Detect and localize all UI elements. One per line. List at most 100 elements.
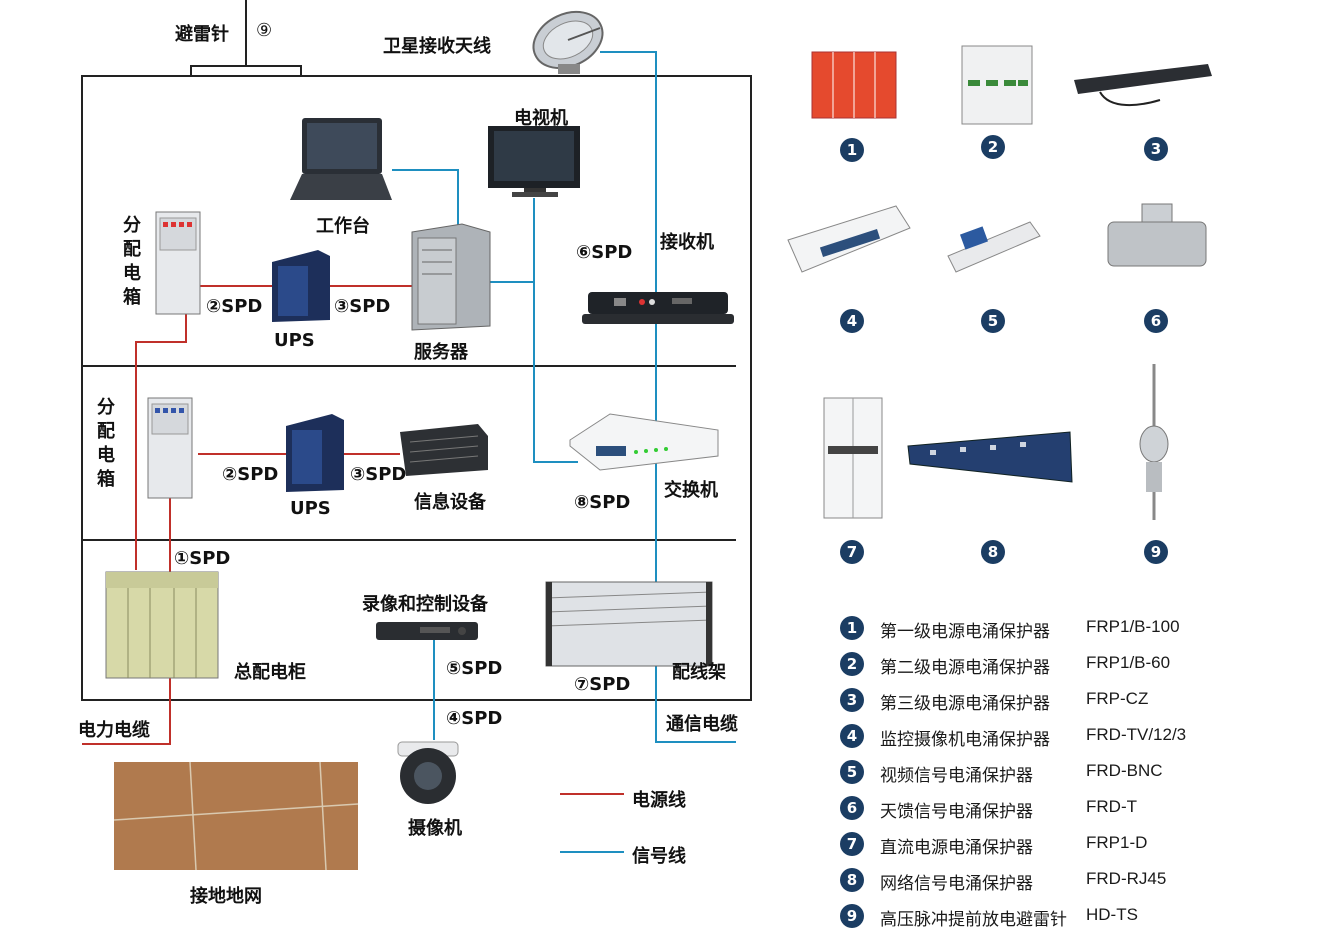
product-7-image [823, 397, 883, 519]
legend-model: FRP-CZ [1086, 689, 1149, 708]
legend-number: 2 [840, 652, 864, 676]
legend-name: 第一级电源电涌保护器 [880, 622, 1050, 642]
product-badge: 7 [840, 540, 864, 564]
legend-row: 4 监控摄像机电涌保护器 FRD-TV/12/3 [840, 720, 1320, 756]
info-device-icon [400, 424, 488, 476]
product-6-image [1107, 203, 1207, 267]
spd5-label: ⑤SPD [446, 658, 503, 679]
power-lines [82, 285, 624, 795]
legend-model: FRD-T [1086, 797, 1137, 816]
spd3-label-a: ③SPD [334, 296, 391, 317]
product-1-image [811, 51, 897, 119]
spd1-label: ①SPD [174, 548, 231, 569]
spd2-label-a: ②SPD [206, 296, 263, 317]
info-device-label: 信息设备 [414, 492, 486, 513]
lightning-rod-label: 避雷针 [175, 24, 229, 45]
product-badge: 6 [1144, 309, 1168, 333]
legend-number: 4 [840, 724, 864, 748]
building-outline [81, 75, 752, 701]
main-cabinet-icon [105, 571, 219, 679]
ups-label-a: UPS [274, 330, 315, 351]
legend-model: HD-TS [1086, 905, 1138, 924]
product-5-image [947, 221, 1041, 273]
product-9-image [1139, 364, 1169, 520]
camera-label: 摄像机 [408, 818, 462, 839]
product-4-image [787, 205, 911, 273]
spd8-label: ⑧SPD [574, 492, 631, 513]
legend-row: 6 天馈信号电涌保护器 FRD-T [840, 792, 1320, 828]
legend-name: 第二级电源电涌保护器 [880, 658, 1050, 678]
ground-grid-label: 接地地网 [190, 886, 262, 907]
legend-name: 视频信号电涌保护器 [880, 766, 1033, 786]
spd6-label: ⑥SPD [576, 242, 633, 263]
legend-model: FRD-BNC [1086, 761, 1163, 780]
distribution-box-icon-2 [147, 397, 193, 499]
product-badge: 5 [981, 309, 1005, 333]
lightning-rod-number: ⑨ [256, 20, 273, 41]
distribution-box-label-1: 分配电箱 [123, 215, 141, 308]
legend-name: 网络信号电涌保护器 [880, 874, 1033, 894]
spd3-label-b: ③SPD [350, 464, 407, 485]
legend-number: 8 [840, 868, 864, 892]
patch-frame-label: 配线架 [672, 662, 726, 683]
switch-icon [569, 413, 719, 471]
legend-row: 1 第一级电源电涌保护器 FRP1/B-100 [840, 612, 1320, 648]
product-badge: 3 [1144, 137, 1168, 161]
legend-row: 8 网络信号电涌保护器 FRD-RJ45 [840, 864, 1320, 900]
product-2-image [961, 45, 1033, 125]
patch-frame-icon [545, 581, 713, 667]
product-badge: 9 [1144, 540, 1168, 564]
ups-label-b: UPS [290, 498, 331, 519]
server-icon [411, 223, 491, 331]
legend-name: 天馈信号电涌保护器 [880, 802, 1033, 822]
signal-lines [392, 51, 736, 853]
legend-model: FRD-TV/12/3 [1086, 725, 1187, 744]
legend-model: FRP1/B-60 [1086, 653, 1171, 672]
legend-name: 高压脉冲提前放电避雷针 [880, 910, 1067, 930]
receiver-icon [582, 292, 734, 324]
power-cable-label: 电力电缆 [78, 720, 150, 741]
legend-name: 直流电源电涌保护器 [880, 838, 1033, 858]
recorder-label: 录像和控制设备 [362, 594, 488, 615]
camera-icon [397, 741, 459, 804]
lightning-rod-icon [190, 0, 302, 76]
spd2-label-b: ②SPD [222, 464, 279, 485]
ups-icon-b [286, 414, 344, 492]
signal-line-key-label: 信号线 [632, 846, 686, 867]
product-8-image [907, 431, 1073, 483]
product-badge: 8 [981, 540, 1005, 564]
workstation-label: 工作台 [316, 216, 370, 237]
distribution-box-icon-1 [155, 211, 201, 315]
legend-row: 7 直流电源电涌保护器 FRP1-D [840, 828, 1320, 864]
legend-row: 2 第二级电源电涌保护器 FRP1/B-60 [840, 648, 1320, 684]
main-cabinet-label: 总配电柜 [234, 662, 306, 683]
product-legend: 1 第一级电源电涌保护器 FRP1/B-100 2 第二级电源电涌保护器 FRP1/B-… [840, 612, 1320, 936]
receiver-label: 接收机 [660, 232, 714, 253]
legend-number: 7 [840, 832, 864, 856]
legend-number: 3 [840, 688, 864, 712]
spd7-label: ⑦SPD [574, 674, 631, 695]
switch-label: 交换机 [664, 480, 718, 501]
legend-name: 监控摄像机电涌保护器 [880, 730, 1050, 750]
tv-label: 电视机 [514, 108, 568, 129]
spd4-label: ④SPD [446, 708, 503, 729]
legend-model: FRD-RJ45 [1086, 869, 1167, 888]
product-badge: 4 [840, 309, 864, 333]
legend-model: FRP1/B-100 [1086, 617, 1180, 636]
product-badge: 1 [840, 138, 864, 162]
distribution-box-label-2: 分配电箱 [97, 397, 115, 490]
ground-grid-image [113, 761, 359, 871]
laptop-icon [290, 118, 392, 200]
legend-number: 6 [840, 796, 864, 820]
server-label: 服务器 [414, 342, 468, 363]
product-badge: 2 [981, 135, 1005, 159]
ups-icon-a [272, 250, 330, 322]
comm-cable-label: 通信电缆 [666, 714, 738, 735]
satellite-antenna-label: 卫星接收天线 [383, 36, 491, 57]
legend-model: FRP1-D [1086, 833, 1148, 852]
legend-number: 1 [840, 616, 864, 640]
recorder-icon [376, 622, 478, 640]
